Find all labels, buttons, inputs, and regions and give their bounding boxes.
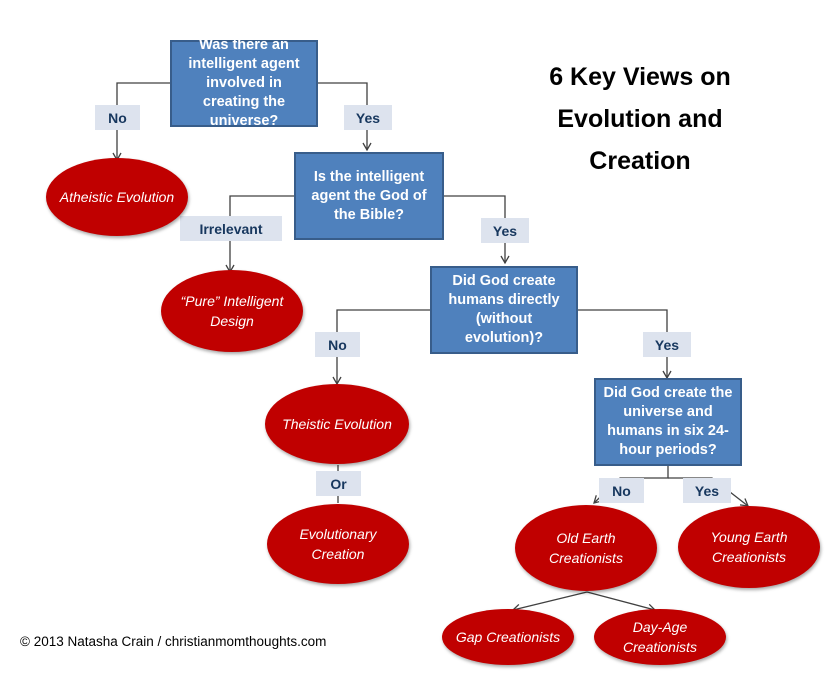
view-young-earth-creationists: Young Earth Creationists	[678, 506, 820, 588]
answer-label-yes: Yes	[481, 218, 529, 243]
view-evolutionary-creation: Evolutionary Creation	[267, 504, 409, 584]
answer-label-yes: Yes	[344, 105, 392, 130]
connector-old-dayage	[586, 591, 657, 613]
answer-label-irrelevant: Irrelevant	[180, 216, 282, 241]
answer-label-no: No	[95, 105, 140, 130]
answer-label-yes: Yes	[683, 478, 731, 503]
view-theistic-evolution: Theistic Evolution	[265, 384, 409, 464]
view-old-earth-creationists: Old Earth Creationists	[515, 505, 657, 591]
answer-label-no: No	[599, 478, 644, 503]
question-six-days: Did God create the universe and humans i…	[594, 378, 742, 466]
connector-q3-no	[332, 309, 430, 386]
chart-title: 6 Key Views on Evolution and Creation	[549, 63, 731, 175]
answer-label-yes: Yes	[643, 332, 691, 357]
question-god-of-bible: Is the intelligent agent the God of the …	[294, 152, 444, 240]
view-gap-creationists: Gap Creationists	[442, 609, 574, 665]
or-label: Or	[316, 471, 361, 496]
view-atheistic-evolution: Atheistic Evolution	[46, 158, 188, 236]
connector-old-gap	[511, 591, 588, 613]
question-humans-directly: Did God create humans directly (without …	[430, 266, 578, 354]
connector-q2-irrelevant	[225, 195, 294, 274]
connector-q1-no	[112, 82, 170, 162]
view-day-age-creationists: Day-Age Creationists	[594, 609, 726, 665]
answer-label-no: No	[315, 332, 360, 357]
copyright-notice: © 2013 Natasha Crain / christianmomthoug…	[20, 634, 327, 649]
question-intelligent-agent: Was there an intelligent agent involved …	[170, 37, 318, 129]
view-pure-intelligent-design: “Pure” Intelligent Design	[161, 270, 303, 352]
